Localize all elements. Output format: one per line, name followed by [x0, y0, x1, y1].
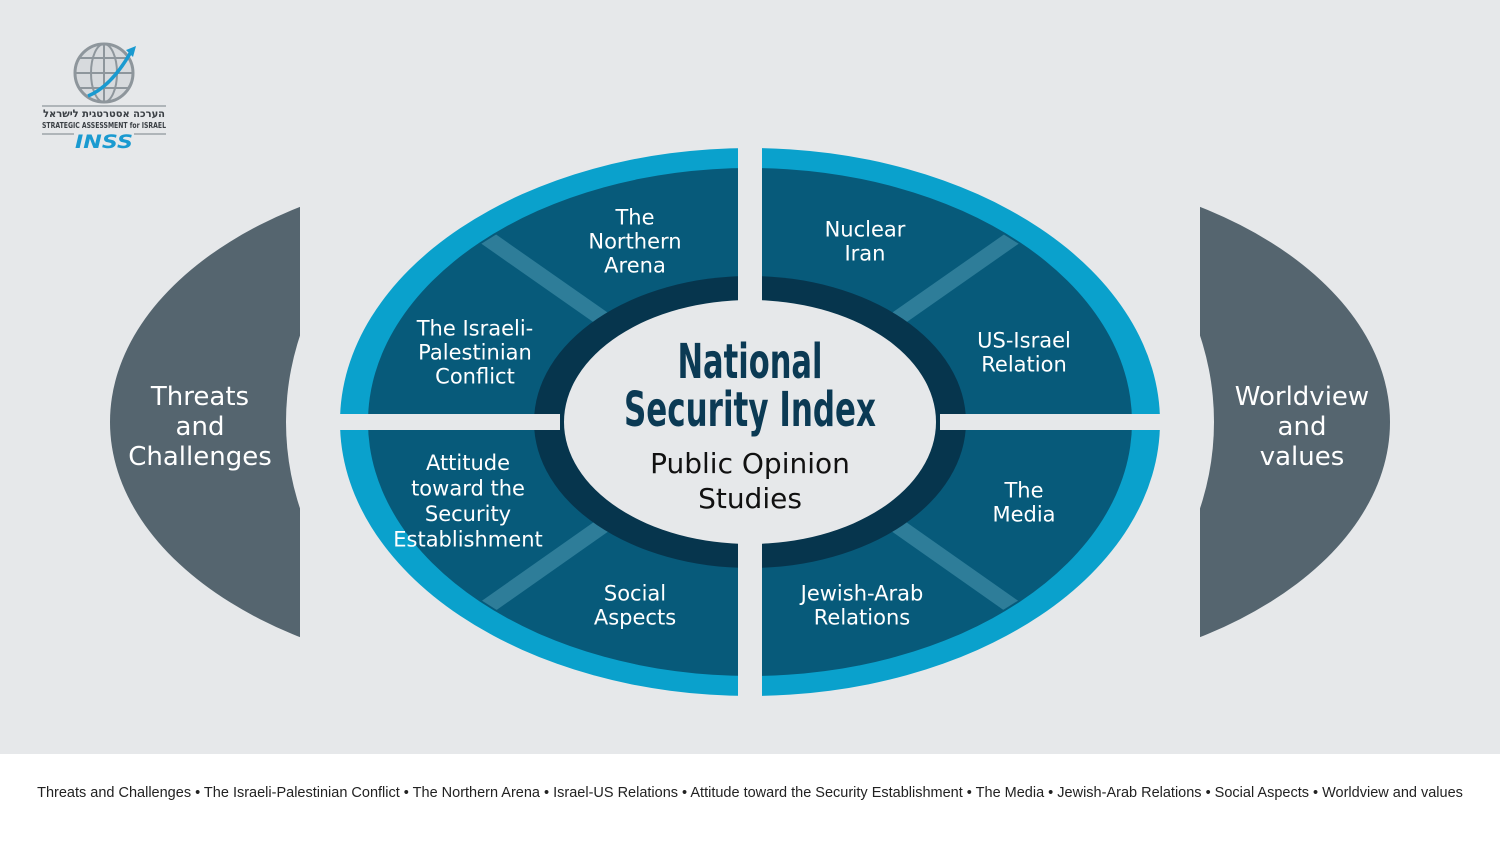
segment-security-establishment-label-line-2: toward the: [411, 477, 525, 501]
segment-security-establishment-label-line-4: Establishment: [393, 528, 542, 552]
segment-media-label-line-1: The: [1003, 478, 1043, 502]
segment-northern-arena-label-line-3: Arena: [604, 253, 666, 277]
logo-hebrew-text: הערכה אסטרטגית לישראל: [43, 108, 165, 120]
segment-labels: TheNorthernArenaNuclearIranUS-IsraelRela…: [393, 205, 1071, 629]
center-disc: [564, 300, 936, 544]
segment-security-establishment-label-line-3: Security: [425, 502, 511, 526]
segment-us-israel-label-line-1: US-Israel: [977, 328, 1071, 352]
footer-bar: Threats and Challenges • The Israeli-Pal…: [0, 754, 1500, 844]
center-title-line2: Security Index: [624, 382, 876, 438]
segment-media-label-line-2: Media: [992, 502, 1055, 526]
center-title-line1: National: [678, 334, 823, 390]
left-side-label-line-1: Threats: [150, 382, 249, 412]
right-crescent-shape: [1200, 206, 1390, 638]
segment-israeli-palestinian-label-line-3: Conflict: [435, 364, 515, 388]
right-side-label-line-2: and: [1278, 412, 1327, 442]
segment-jewish-arab-label-line-2: Relations: [814, 605, 910, 629]
left-crescent-shape: [110, 206, 300, 638]
segment-northern-arena-label-line-1: The: [614, 205, 654, 229]
logo-english-text: STRATEGIC ASSESSMENT for ISRAEL: [42, 121, 166, 130]
center-subtitle-line1: Public Opinion: [650, 447, 850, 480]
segment-security-establishment-label-line-1: Attitude: [426, 451, 510, 475]
inss-logo: הערכה אסטרטגית לישראל STRATEGIC ASSESSME…: [42, 42, 166, 153]
segment-northern-arena-label-line-2: Northern: [588, 229, 681, 253]
center-subtitle-line2: Studies: [698, 482, 802, 515]
segment-jewish-arab-label-line-1: Jewish-Arab: [799, 581, 924, 605]
right-side-label-line-3: values: [1260, 442, 1345, 472]
left-side-label-line-2: and: [176, 412, 225, 442]
segment-israeli-palestinian-label-line-1: The Israeli-: [416, 316, 534, 340]
logo-brand-text: INSS: [75, 131, 133, 153]
globe-icon: [73, 42, 136, 104]
segment-israeli-palestinian-label-line-2: Palestinian: [418, 340, 532, 364]
segment-nuclear-iran-label-line-1: Nuclear: [825, 217, 906, 241]
ring-gaps: [320, 140, 1180, 704]
footer-topics-text: Threats and Challenges • The Israeli-Pal…: [37, 785, 1463, 801]
right-side-label-line-1: Worldview: [1235, 382, 1369, 412]
segment-us-israel-label-line-2: Relation: [981, 352, 1067, 376]
segment-nuclear-iran-label-line-2: Iran: [844, 241, 885, 265]
segment-social-aspects-label-line-1: Social: [604, 581, 666, 605]
diagram-svg: National Security Index Public Opinion S…: [42, 42, 1390, 704]
segment-social-aspects-label-line-2: Aspects: [594, 605, 676, 629]
left-side-label-line-3: Challenges: [128, 442, 272, 472]
